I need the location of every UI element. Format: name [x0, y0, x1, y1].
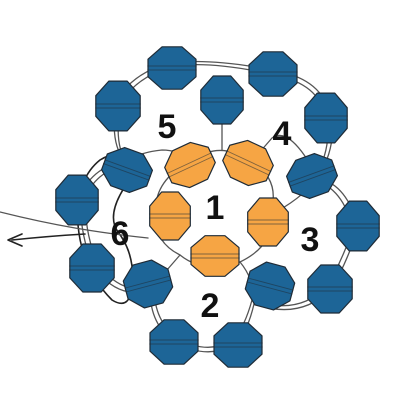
bead-outer-left-inner-thread-line — [104, 159, 152, 177]
bead-outer-lower-right-inner — [244, 261, 296, 311]
bead-outer-left-inner-shape — [100, 146, 154, 194]
bead-outer-bottom-left — [149, 319, 199, 365]
bead-outer-upper-right-shape — [304, 92, 348, 144]
bead-outer-lower-right-inner-thread-line-2 — [246, 281, 293, 295]
bead-inner-upper-right-thread-line — [226, 150, 272, 173]
bead-outer-left-inner — [100, 146, 154, 194]
bead-outer-top-left-shape — [147, 46, 197, 90]
bead-outer-top-center — [200, 75, 244, 125]
bead-inner-upper-left-shape — [164, 141, 216, 189]
bead-outer-right-inner — [285, 152, 339, 200]
bead-outer-top-left — [147, 46, 197, 90]
bead-outer-bottom-left-shape — [149, 319, 199, 365]
bead-outer-lower-right — [307, 264, 353, 314]
bead-inner-upper-right-shape — [222, 139, 274, 187]
thread-exit-line — [11, 233, 86, 241]
bead-outer-lower-left — [69, 243, 115, 293]
bead-outer-lower-left-inner — [122, 259, 174, 309]
step-label-4: 4 — [273, 115, 292, 153]
bead-outer-far-right — [336, 200, 380, 252]
bead-outer-far-left-shape — [55, 174, 99, 226]
bead-outer-lower-left-inner-shape — [122, 259, 174, 309]
bead-inner-bottom-shape — [190, 235, 240, 277]
bead-inner-upper-right — [222, 139, 274, 187]
bead-outer-lower-left-inner-thread-line — [124, 275, 171, 289]
bead-inner-right-shape — [247, 197, 289, 247]
bead-outer-lower-right-shape — [307, 264, 353, 314]
bead-inner-left-shape — [149, 191, 191, 241]
step-label-5: 5 — [158, 108, 177, 146]
bead-inner-right — [247, 197, 289, 247]
bead-outer-top-center-shape — [200, 75, 244, 125]
bead-inner-left — [149, 191, 191, 241]
beads-layer — [55, 46, 380, 368]
bead-outer-lower-right-inner-thread-line — [247, 277, 294, 291]
bead-outer-right-inner-thread-line-2 — [289, 169, 337, 187]
bead-inner-upper-left — [164, 141, 216, 189]
bead-outer-right-inner-shape — [285, 152, 339, 200]
arrow-head-icon — [7, 233, 23, 247]
step-label-3: 3 — [301, 221, 320, 259]
bead-outer-lower-left-inner-thread-line-2 — [125, 279, 172, 293]
bead-outer-upper-left — [95, 80, 141, 132]
step-label-2: 2 — [201, 287, 220, 325]
thread-tail — [0, 211, 149, 239]
bead-inner-upper-right-thread-line-2 — [224, 153, 270, 176]
bead-outer-far-right-shape — [336, 200, 380, 252]
step-label-1: 1 — [206, 189, 225, 227]
step-labels: 1 2 3 4 5 6 — [111, 108, 320, 325]
bead-outer-left-inner-thread-line-2 — [102, 163, 150, 181]
bead-outer-lower-left-shape — [69, 243, 115, 293]
bead-outer-upper-left-shape — [95, 80, 141, 132]
bead-outer-bottom-right-shape — [213, 322, 263, 368]
bead-outer-top-right — [248, 51, 298, 97]
bead-outer-lower-right-inner-shape — [244, 261, 296, 311]
bead-inner-upper-left-thread-line-2 — [168, 155, 214, 178]
bead-outer-right-inner-thread-line — [287, 165, 335, 183]
bead-outer-far-left — [55, 174, 99, 226]
bead-outer-top-right-shape — [248, 51, 298, 97]
bead-outer-bottom-right — [213, 322, 263, 368]
bead-outer-upper-right — [304, 92, 348, 144]
bead-inner-bottom — [190, 235, 240, 277]
step-label-6: 6 — [111, 215, 130, 253]
bead-inner-upper-left-thread-line — [166, 152, 212, 175]
